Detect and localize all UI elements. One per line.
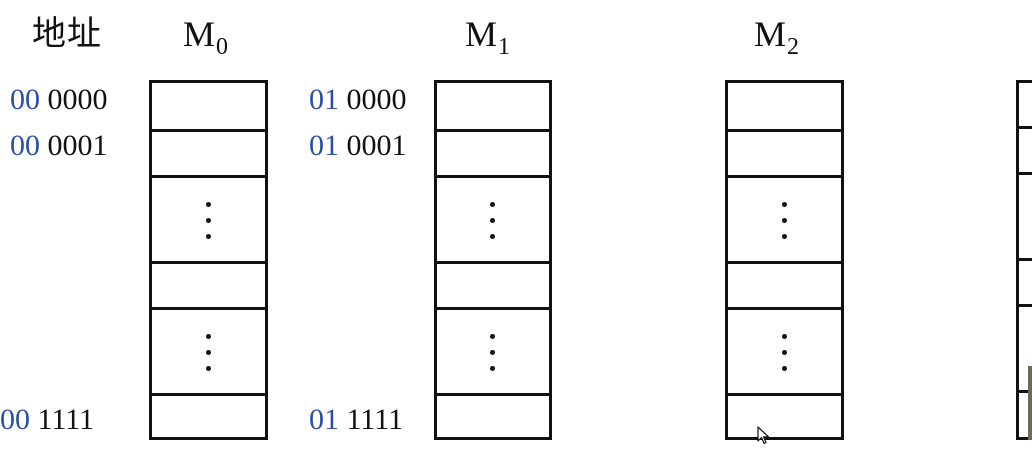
overlay-edge: [1028, 366, 1032, 440]
memory-cell-ellipsis: [728, 307, 841, 393]
memory-module-m3-divider: [1016, 258, 1032, 261]
memory-cell-ellipsis: [152, 307, 265, 393]
address-column-header: 地址: [32, 14, 102, 54]
vertical-ellipsis-icon: [490, 332, 496, 374]
vertical-ellipsis-icon: [781, 332, 788, 374]
memory-cell: [152, 393, 265, 437]
memory-cell: [437, 129, 549, 175]
memory-cell-ellipsis: [152, 175, 265, 261]
module-header-m0: M0: [183, 14, 229, 60]
memory-cell: [728, 129, 841, 175]
module-header-m1: M1: [465, 14, 511, 60]
address-label: 01 1111: [309, 403, 404, 436]
memory-cell: [728, 261, 841, 307]
module-header-m2: M2: [754, 14, 800, 60]
memory-cell: [152, 83, 265, 129]
memory-cell-ellipsis: [437, 307, 549, 393]
memory-cell: [437, 261, 549, 307]
memory-cell: [437, 83, 549, 129]
memory-module-m3-divider: [1016, 172, 1032, 175]
memory-cell: [152, 261, 265, 307]
vertical-ellipsis-icon: [781, 200, 788, 242]
address-label: 00 0001: [10, 129, 108, 162]
address-label: 00 1111: [0, 403, 95, 436]
memory-cell: [152, 129, 265, 175]
memory-module-m3-divider: [1016, 126, 1032, 129]
address-label: 01 0000: [309, 83, 407, 116]
mouse-pointer-icon: [757, 426, 770, 445]
vertical-ellipsis-icon: [490, 200, 496, 242]
memory-module-m1: [434, 80, 552, 440]
memory-module-m3-edge: [1016, 437, 1032, 440]
vertical-ellipsis-icon: [205, 332, 212, 374]
vertical-ellipsis-icon: [205, 200, 212, 242]
memory-module-m3-divider: [1016, 304, 1032, 307]
memory-cell-ellipsis: [437, 175, 549, 261]
memory-cell: [437, 393, 549, 437]
memory-cell: [728, 83, 841, 129]
memory-module-m2: [725, 80, 844, 440]
address-label: 01 0001: [309, 129, 407, 162]
memory-cell: [728, 393, 841, 437]
memory-module-m3-divider: [1016, 390, 1032, 393]
memory-cell-ellipsis: [728, 175, 841, 261]
memory-module-m0: [149, 80, 268, 440]
memory-module-m3-edge: [1016, 80, 1032, 83]
address-label: 00 0000: [10, 83, 108, 116]
